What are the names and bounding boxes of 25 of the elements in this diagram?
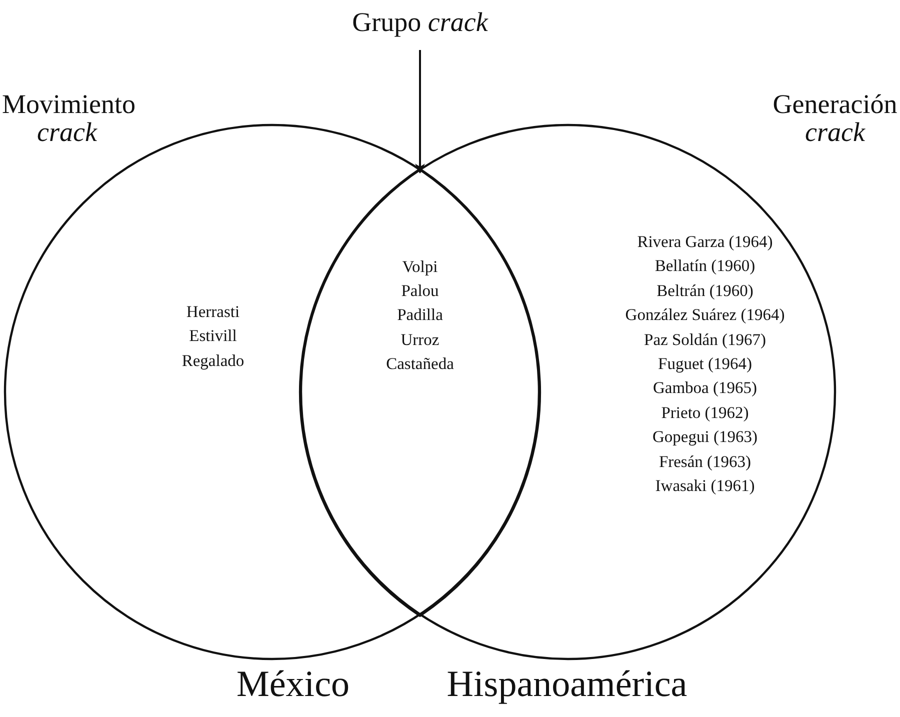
author-name: Castañeda xyxy=(386,353,454,376)
region-label: Hispanoamérica xyxy=(446,664,688,706)
author-name: Regalado xyxy=(182,350,244,372)
author-name: Padilla xyxy=(397,304,443,326)
author-name: Volpi xyxy=(402,256,438,278)
author-name: Rivera Garza (1964) xyxy=(637,231,773,253)
author-name: Bellatín (1960) xyxy=(654,255,756,278)
author-name: Herrasti xyxy=(186,301,240,323)
author-name: Fuguet (1964) xyxy=(658,353,752,376)
region-label: México xyxy=(235,664,351,706)
author-name: Paz Soldán (1967) xyxy=(644,328,766,351)
author-name: González Suárez (1964) xyxy=(625,304,785,326)
author-name: Iwasaki (1961) xyxy=(655,475,755,498)
author-name: Prieto (1962) xyxy=(661,402,749,424)
author-name: Urroz xyxy=(400,328,440,351)
set-heading: Movimiento crack xyxy=(2,90,132,146)
author-name: Palou xyxy=(401,280,439,302)
group-label: Grupo crack xyxy=(351,8,490,36)
author-name: Gamboa (1965) xyxy=(652,377,757,400)
author-name: Fresán (1963) xyxy=(658,450,752,473)
set-heading: Generación crack xyxy=(772,90,898,146)
author-name: Estivill xyxy=(189,325,237,348)
author-name: Beltrán (1960) xyxy=(656,280,754,302)
author-name: Gopegui (1963) xyxy=(652,426,758,448)
arrow xyxy=(415,50,425,174)
